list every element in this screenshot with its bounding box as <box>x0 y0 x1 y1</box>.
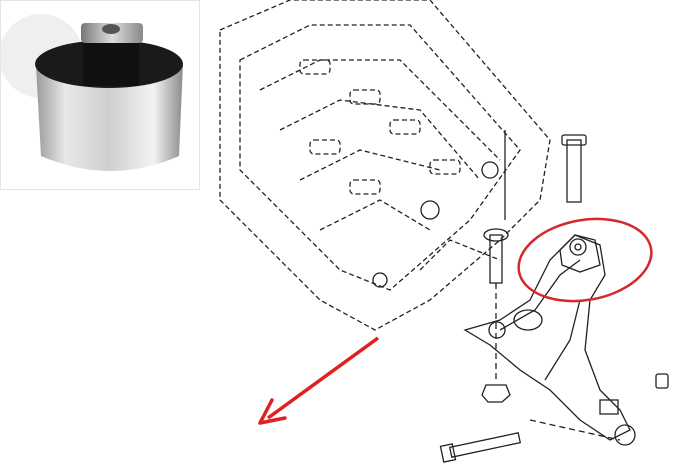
suspension-diagram <box>200 0 675 467</box>
pin-hole <box>102 24 120 34</box>
front-bolt <box>483 228 509 284</box>
subframe <box>219 0 551 331</box>
front-nut <box>481 384 511 403</box>
vertical-bolt <box>561 134 587 203</box>
side-nut <box>655 373 669 389</box>
bushing-photo <box>0 0 200 190</box>
highlight-circle <box>517 217 653 303</box>
subframe-holes <box>372 161 499 288</box>
lower-bolt <box>439 432 522 463</box>
rear-bushing-on-arm <box>559 234 601 273</box>
direction-arrow <box>258 336 380 425</box>
ball-joint <box>599 399 636 446</box>
